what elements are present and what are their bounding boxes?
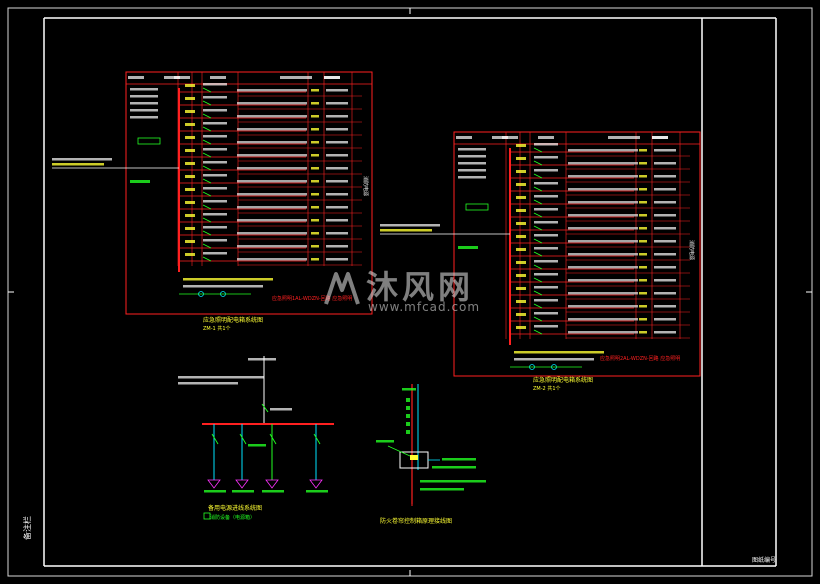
header-text-mark xyxy=(174,76,190,79)
breaker-symbol xyxy=(269,433,277,445)
breaker-symbol xyxy=(202,243,212,249)
side-title-right: 图纸编号 xyxy=(752,556,776,564)
panel-1-side-note: 消防电源 xyxy=(362,176,369,196)
breaker-symbol xyxy=(533,264,543,270)
lower-mid-caption: 防火卷帘控制箱原理接线图 xyxy=(380,517,452,525)
panel-1-border xyxy=(125,71,373,315)
breaker-symbol xyxy=(202,178,212,184)
header-text-mark xyxy=(128,76,144,79)
header-text-mark xyxy=(296,76,312,79)
breaker-symbol xyxy=(202,204,212,210)
breaker-symbol xyxy=(211,433,219,445)
lower-left-caption: 备用电源进线系统图 xyxy=(208,504,262,512)
lower-mid-diagram: 防火卷帘控制箱原理接线图 xyxy=(376,384,486,525)
breaker-symbol xyxy=(533,303,543,309)
breaker-symbol xyxy=(202,113,212,119)
header-text-mark xyxy=(492,136,508,139)
breaker-symbol xyxy=(202,165,212,171)
load-symbol xyxy=(235,479,249,489)
breaker-symbol xyxy=(202,256,212,262)
breaker-symbol xyxy=(533,238,543,244)
breaker-symbol xyxy=(202,230,212,236)
breaker-symbol xyxy=(533,147,543,153)
panel-1-caption: 应急照明配电箱系统图 xyxy=(203,316,263,324)
header-text-mark xyxy=(538,136,554,139)
breaker-symbol xyxy=(533,329,543,335)
header-text-mark xyxy=(324,76,340,79)
breaker-symbol xyxy=(533,277,543,283)
panel-1-caption-sub: ZM-1 共1个 xyxy=(203,325,231,332)
breaker-symbol xyxy=(533,186,543,192)
outer-border xyxy=(7,7,813,577)
breaker-symbol xyxy=(202,100,212,106)
panel-2-border xyxy=(453,131,701,377)
header-text-mark xyxy=(608,136,624,139)
breaker-symbol xyxy=(202,191,212,197)
panel-1-red-note: 应急照明1AL-WDZN-回路 应急照明 xyxy=(272,295,352,302)
load-symbol xyxy=(207,479,221,489)
header-text-mark xyxy=(164,76,180,79)
breaker-symbol xyxy=(202,139,212,145)
breaker-symbol xyxy=(533,199,543,205)
breaker-symbol xyxy=(313,433,321,445)
header-text-mark xyxy=(456,136,472,139)
header-text-mark xyxy=(624,136,640,139)
panel-2-caption: 应急照明配电箱系统图 xyxy=(533,376,593,384)
panel-1-diagram: 应急照明配电箱系统图 ZM-1 共1个 应急照明1AL-WDZN-回路 应急照明… xyxy=(52,71,373,332)
breaker-symbol xyxy=(202,217,212,223)
breaker-symbol xyxy=(533,251,543,257)
header-text-mark xyxy=(210,76,226,79)
breaker-symbol xyxy=(239,433,247,445)
lower-left-diagram: 备用电源进线系统图 消防设备（电源箱） xyxy=(178,356,334,521)
panel-2-caption-sub: ZM-2 共1个 xyxy=(533,385,561,392)
breaker-symbol xyxy=(533,173,543,179)
breaker-symbol xyxy=(533,316,543,322)
panel-2-side-note: 消防电源 xyxy=(688,240,695,260)
lower-left-caption-sub: 消防设备（电源箱） xyxy=(210,514,255,521)
breaker-symbol xyxy=(533,160,543,166)
breaker-symbol xyxy=(202,87,212,93)
breaker-symbol xyxy=(202,126,212,132)
breaker-symbol xyxy=(533,225,543,231)
load-symbol xyxy=(309,479,323,489)
breaker-symbol xyxy=(202,152,212,158)
panel-2-red-note: 应急照明2AL-WDZN-回路 应急照明 xyxy=(600,355,680,362)
header-text-mark xyxy=(280,76,296,79)
load-symbol xyxy=(265,479,279,489)
panel-2-diagram: 应急照明配电箱系统图 ZM-2 共1个 应急照明2AL-WDZN-回路 应急照明… xyxy=(380,131,701,392)
breaker-symbol xyxy=(533,212,543,218)
header-text-mark xyxy=(652,136,668,139)
header-text-mark xyxy=(502,136,518,139)
breaker-symbol xyxy=(533,290,543,296)
side-title-left: 备注栏 xyxy=(22,516,32,540)
